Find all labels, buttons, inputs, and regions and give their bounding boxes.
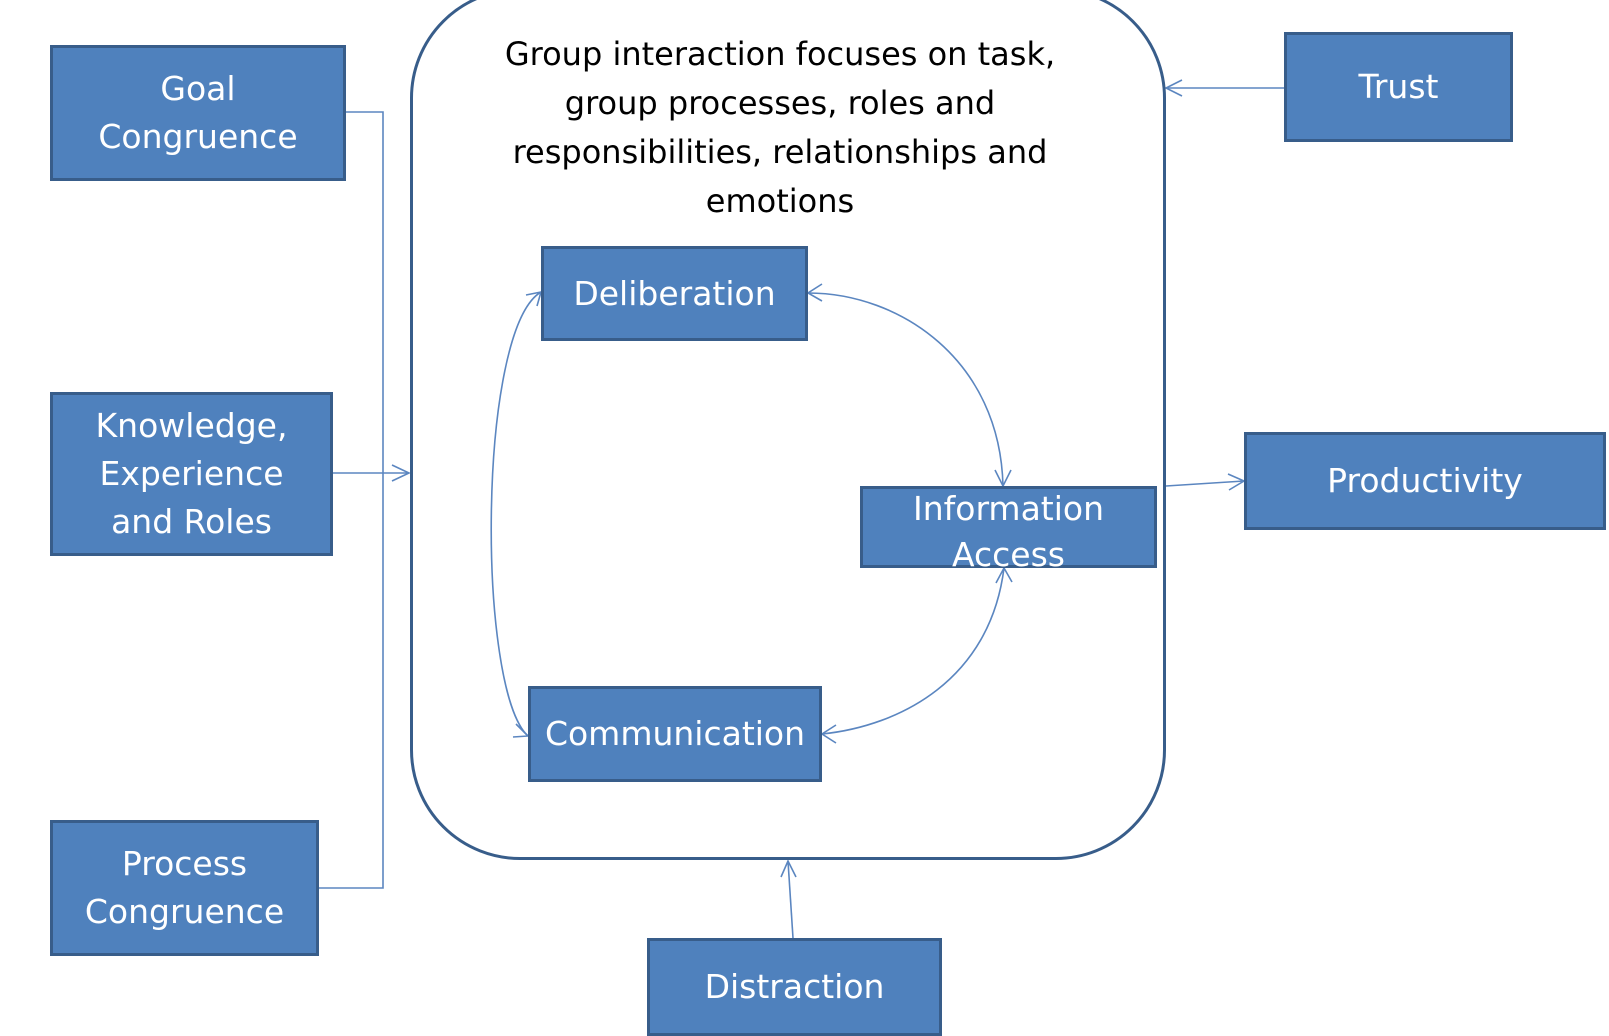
- deliberation-information-arc: [807, 292, 1004, 487]
- trust-box: Trust: [1284, 32, 1513, 142]
- communication-label: Communication: [544, 714, 806, 753]
- trust-arrowhead: [1164, 79, 1183, 97]
- container-to-productivity-line: [1165, 480, 1245, 487]
- distraction-box: Distraction: [647, 938, 942, 1036]
- group-interaction-header: Group interaction focuses on task, group…: [504, 35, 1056, 220]
- communication-box: Communication: [528, 686, 822, 782]
- goal-connector: [319, 111, 384, 889]
- goal-congruence-box: Goal Congruence: [50, 45, 346, 181]
- goal-congruence-label: Goal Congruence: [98, 69, 298, 156]
- distraction-label: Distraction: [704, 967, 885, 1006]
- process-congruence-box: Process Congruence: [50, 820, 319, 956]
- productivity-label: Productivity: [1327, 461, 1523, 500]
- knowledge-arrowhead: [391, 464, 411, 482]
- information-access-box: Information Access: [860, 486, 1157, 574]
- knowledge-experience-roles-box: Knowledge, Experience and Roles: [50, 392, 333, 556]
- trust-label: Trust: [1358, 67, 1439, 106]
- process-congruence-label: Process Congruence: [84, 844, 285, 931]
- information-access-label: Information Access: [912, 489, 1105, 574]
- group-interaction-container: [410, 0, 1166, 860]
- deliberation-label: Deliberation: [573, 273, 776, 313]
- productivity-box: Productivity: [1244, 432, 1606, 530]
- distraction-arrowhead: [780, 859, 797, 878]
- knowledge-experience-roles-label: Knowledge, Experience and Roles: [95, 406, 288, 541]
- deliberation-communication-arc: [490, 291, 542, 737]
- information-bottom-arrowhead: [995, 566, 1013, 584]
- distraction-to-container-line: [787, 860, 794, 939]
- information-communication-arc: [821, 567, 1005, 735]
- deliberation-box: Deliberation: [541, 246, 808, 341]
- deliberation-right-arrowhead: [806, 283, 823, 302]
- communication-right-arrowhead: [820, 724, 837, 744]
